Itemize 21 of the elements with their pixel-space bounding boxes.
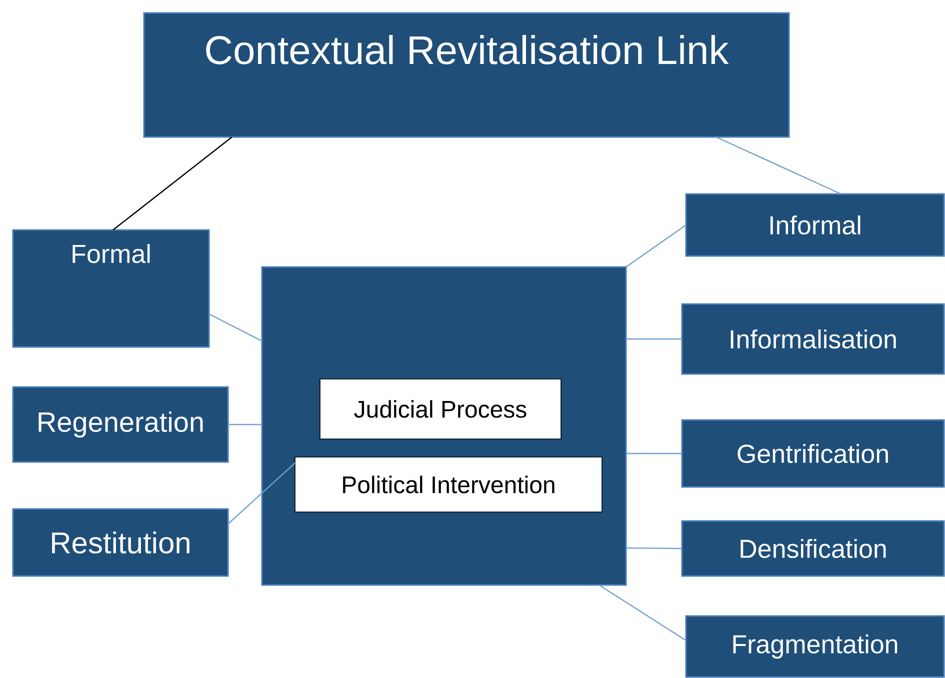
process-box: Informal	[685, 193, 945, 257]
connector-line	[228, 462, 296, 524]
process-box: Restitution	[12, 508, 229, 577]
process-box: Formal	[12, 229, 210, 348]
process-box: Contextual Revitalisation Link	[143, 12, 790, 138]
connector-line	[716, 136, 842, 195]
connector-line	[626, 452, 682, 454]
connector-line	[208, 313, 262, 342]
process-box: Regeneration	[12, 386, 229, 463]
connector-line	[626, 224, 686, 268]
process-box: Densification	[681, 520, 945, 577]
label-box: Judicial Process	[320, 378, 562, 440]
process-box: Fragmentation	[685, 615, 945, 678]
connector-line	[598, 584, 686, 641]
process-box: Gentrification	[681, 419, 945, 488]
connector-line	[626, 338, 682, 340]
label-box: Political Intervention	[294, 456, 602, 512]
process-box: Informalisation	[681, 303, 945, 375]
connector-line	[626, 547, 682, 550]
connector-line	[112, 136, 232, 230]
connector-line	[228, 424, 262, 426]
